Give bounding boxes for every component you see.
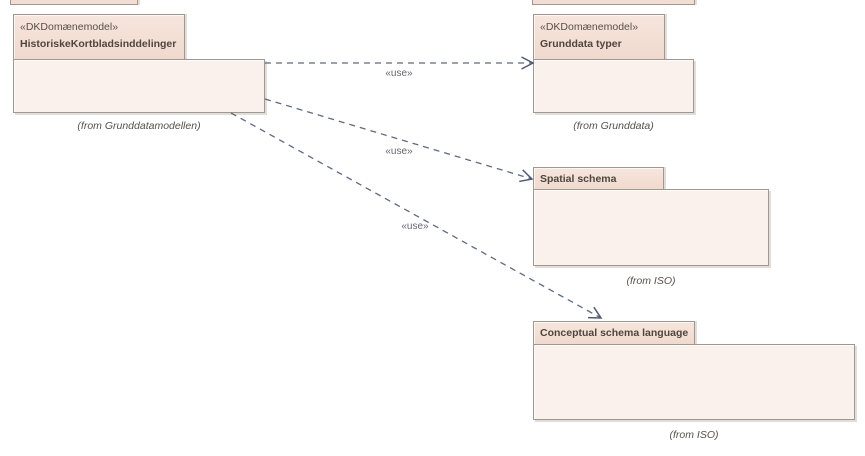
package-stereotype: «DKDomænemodel» [20,21,119,33]
package-name: Conceptual schema language [540,327,689,339]
package-tab[interactable]: Spatial schema [533,167,664,189]
package-from-caption: (from ISO) [626,275,676,287]
package-body[interactable] [533,59,694,113]
package-from-caption: (from ISO) [669,429,719,441]
cropped-package-top-left [10,0,138,5]
package-from-caption: (from Grunddatamodellen) [77,120,201,132]
package-tab[interactable]: Conceptual schema language [533,321,695,344]
use-connector-to-conceptual-schema-language[interactable] [230,112,603,319]
package-from-caption: (from Grunddata) [573,120,654,132]
package-tab[interactable]: «DKDomænemodel» Grunddata typer [533,14,665,59]
package-tab[interactable]: «DKDomænemodel» HistoriskeKortbladsindde… [13,14,185,59]
use-connector-to-spatial-schema[interactable] [264,98,534,183]
package-body[interactable] [533,189,769,266]
package-body[interactable] [13,59,265,113]
package-name: HistoriskeKortbladsinddelinger [20,38,177,50]
package-name: Grunddata typer [540,38,622,50]
use-stereotype-label: «use» [385,68,413,79]
package-name: Spatial schema [540,173,617,185]
use-stereotype-label: «use» [401,221,429,232]
cropped-package-top-right [532,0,695,5]
use-stereotype-label: «use» [385,146,413,157]
package-stereotype: «DKDomænemodel» [540,21,639,33]
package-body[interactable] [533,344,855,420]
